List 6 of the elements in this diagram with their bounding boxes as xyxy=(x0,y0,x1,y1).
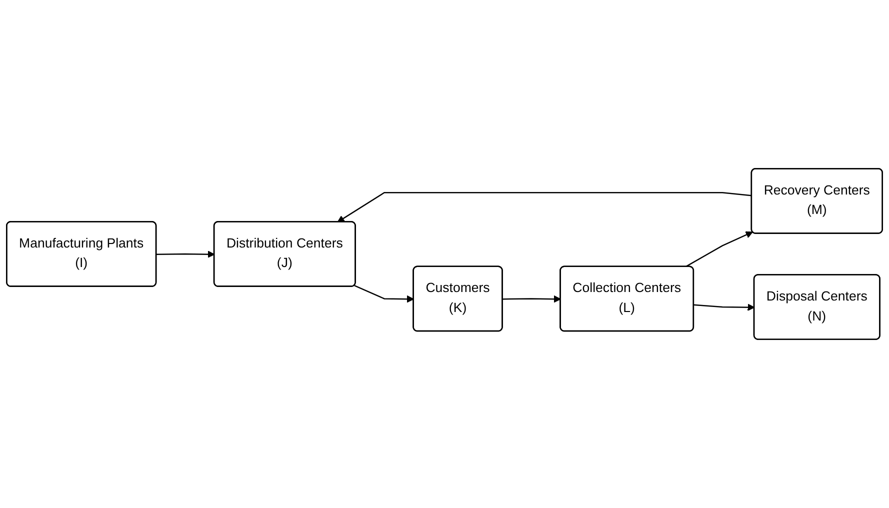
arrow xyxy=(694,304,755,311)
arrow xyxy=(337,192,752,222)
arrow xyxy=(354,285,414,303)
arrow xyxy=(156,250,215,258)
arrow xyxy=(685,231,753,268)
arrow xyxy=(502,295,561,303)
